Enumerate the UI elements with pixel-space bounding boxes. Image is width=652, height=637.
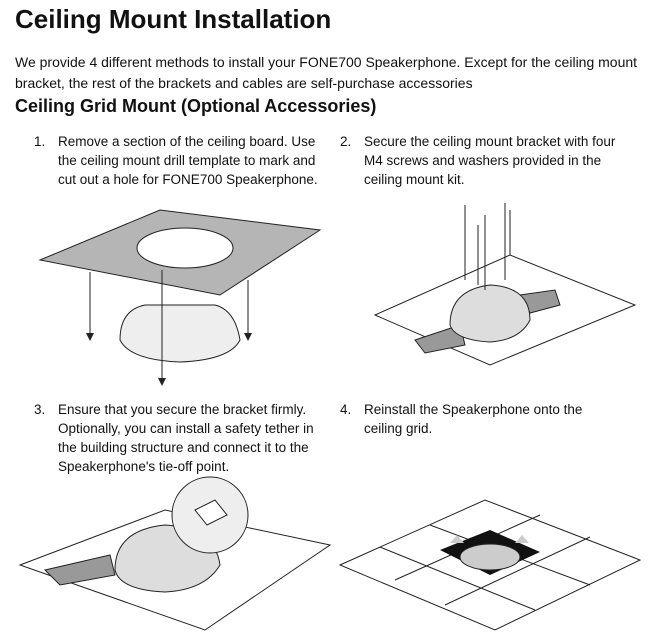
- step-text: Reinstall the Speakerphone onto the ceil…: [364, 402, 583, 436]
- step-text: Ensure that you secure the bracket firml…: [58, 402, 314, 474]
- step-number: 4.: [340, 402, 352, 417]
- step-number: 1.: [34, 134, 46, 149]
- step-2-illustration: [373, 203, 637, 366]
- step-1: 1. Remove a section of the ceiling board.…: [34, 132, 318, 189]
- step-1-illustration: [38, 209, 322, 386]
- step-number: 3.: [34, 402, 46, 417]
- step-number: 2.: [340, 134, 352, 149]
- step-3: 3. Ensure that you secure the bracket fir…: [34, 400, 318, 476]
- step-4: 4. Reinstall the Speakerphone onto the ce…: [340, 400, 624, 438]
- step-4-illustration: [338, 499, 642, 631]
- step-text: Secure the ceiling mount bracket with fo…: [364, 134, 616, 187]
- step-text: Remove a section of the ceiling board. U…: [58, 134, 318, 187]
- step-2: 2. Secure the ceiling mount bracket with …: [340, 132, 624, 189]
- section-heading: Ceiling Grid Mount (Optional Accessories…: [15, 96, 377, 116]
- step-3-illustration: [18, 476, 332, 631]
- intro-paragraph: We provide 4 different methods to instal…: [15, 54, 638, 91]
- page-title: Ceiling Mount Installation: [15, 4, 332, 34]
